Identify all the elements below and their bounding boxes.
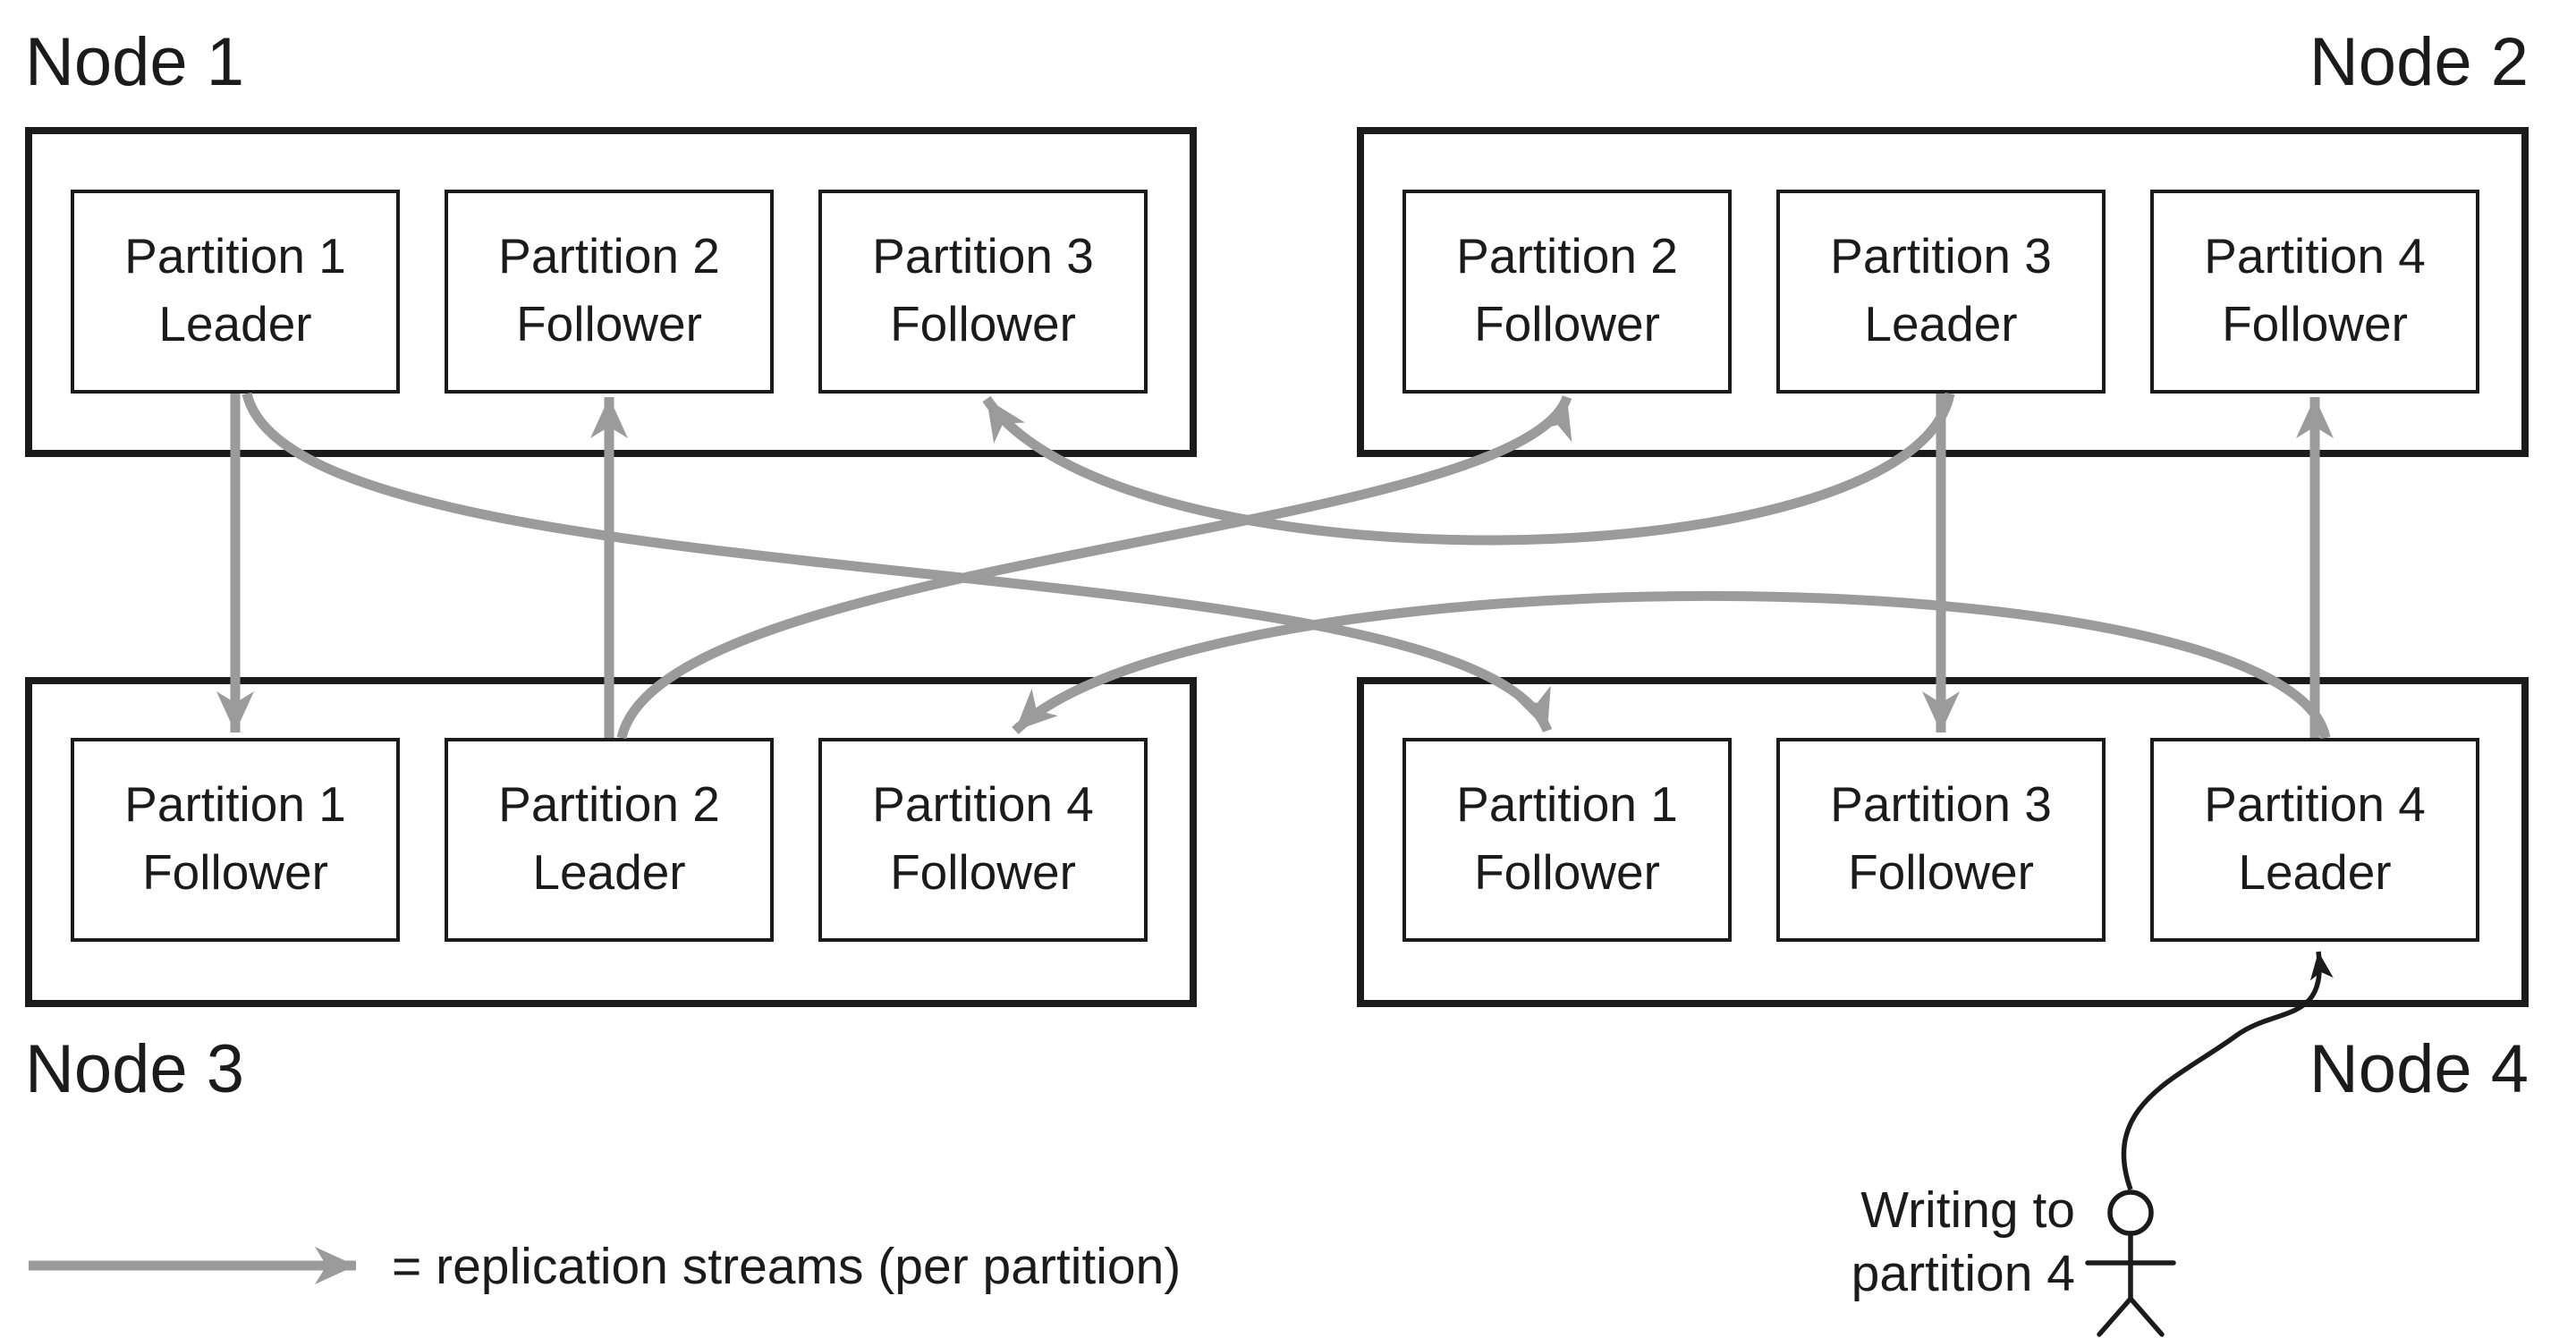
partition-role: Follower — [2222, 296, 2408, 351]
replication-arrow-p2-n3-to-n2 — [616, 394, 1572, 740]
node2-partition3-box: Partition 4 Follower — [2150, 190, 2479, 394]
partition-name: Partition 1 — [124, 228, 346, 284]
partition-name: Partition 1 — [124, 776, 346, 832]
node1-partition1-box: Partition 1 Leader — [71, 190, 400, 394]
node3-partition1-box: Partition 1 Follower — [71, 738, 400, 942]
node4-partition1-box: Partition 1 Follower — [1402, 738, 1732, 942]
node3-partition3-box: Partition 4 Follower — [818, 738, 1148, 942]
partition-role: Follower — [1474, 296, 1660, 351]
write-annotation-line-1: Writing to — [1860, 1181, 2075, 1239]
partition-name: Partition 4 — [872, 776, 1094, 832]
node-4-label: Node 4 — [2309, 1031, 2529, 1107]
write-annotation-line-2: partition 4 — [1851, 1245, 2075, 1302]
replication-arrow-p4-n4-to-n3 — [1012, 591, 2331, 740]
write-arrow — [2121, 951, 2334, 1190]
partition-role: Follower — [890, 296, 1076, 351]
node1-partition3-box: Partition 3 Follower — [818, 190, 1148, 394]
node-1-label: Node 1 — [25, 24, 245, 100]
partition-name: Partition 3 — [1830, 228, 2052, 284]
partition-role: Leader — [2238, 844, 2392, 900]
partition-role: Follower — [1474, 844, 1660, 900]
replication-arrow-p3-n2-to-n1 — [982, 392, 1955, 546]
partition-name: Partition 4 — [2204, 228, 2426, 284]
node4-partition3-box: Partition 4 Leader — [2150, 738, 2479, 942]
stick-figure-icon — [2085, 1190, 2176, 1337]
partition-name: Partition 2 — [498, 776, 720, 832]
legend-label: = replication streams (per partition) — [392, 1238, 1182, 1295]
partition-role: Follower — [516, 296, 702, 351]
partition-name: Partition 4 — [2204, 776, 2426, 832]
partition-role: Leader — [1864, 296, 2018, 351]
node4-partition2-box: Partition 3 Follower — [1776, 738, 2106, 942]
node-3-label: Node 3 — [25, 1031, 245, 1107]
partition-name: Partition 2 — [498, 228, 720, 284]
node2-partition1-box: Partition 2 Follower — [1402, 190, 1732, 394]
partition-role: Follower — [142, 844, 328, 900]
partition-role: Follower — [1848, 844, 2034, 900]
partition-name: Partition 3 — [1830, 776, 2052, 832]
node1-partition2-box: Partition 2 Follower — [445, 190, 774, 394]
partition-role: Leader — [532, 844, 686, 900]
partition-role: Leader — [158, 296, 312, 351]
node3-partition2-box: Partition 2 Leader — [445, 738, 774, 942]
partition-role: Follower — [890, 844, 1076, 900]
partition-name: Partition 3 — [872, 228, 1094, 284]
replication-arrow-p1-n1-to-n4 — [242, 392, 1553, 733]
node2-partition2-box: Partition 3 Leader — [1776, 190, 2106, 394]
partition-name: Partition 2 — [1456, 228, 1678, 284]
partition-name: Partition 1 — [1456, 776, 1678, 832]
node-2-label: Node 2 — [2309, 24, 2529, 100]
write-annotation: Writing to partition 4 — [1690, 1179, 2075, 1306]
